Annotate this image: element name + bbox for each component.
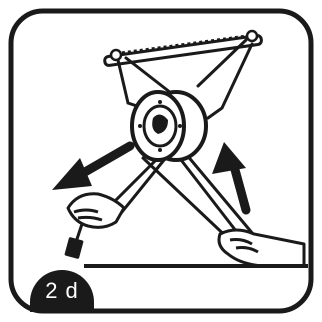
instruction-panel: 2 d bbox=[8, 8, 314, 314]
wheel-hub bbox=[132, 92, 206, 160]
stroller-strap-illustration bbox=[8, 8, 314, 314]
ground-strip bbox=[84, 264, 308, 268]
